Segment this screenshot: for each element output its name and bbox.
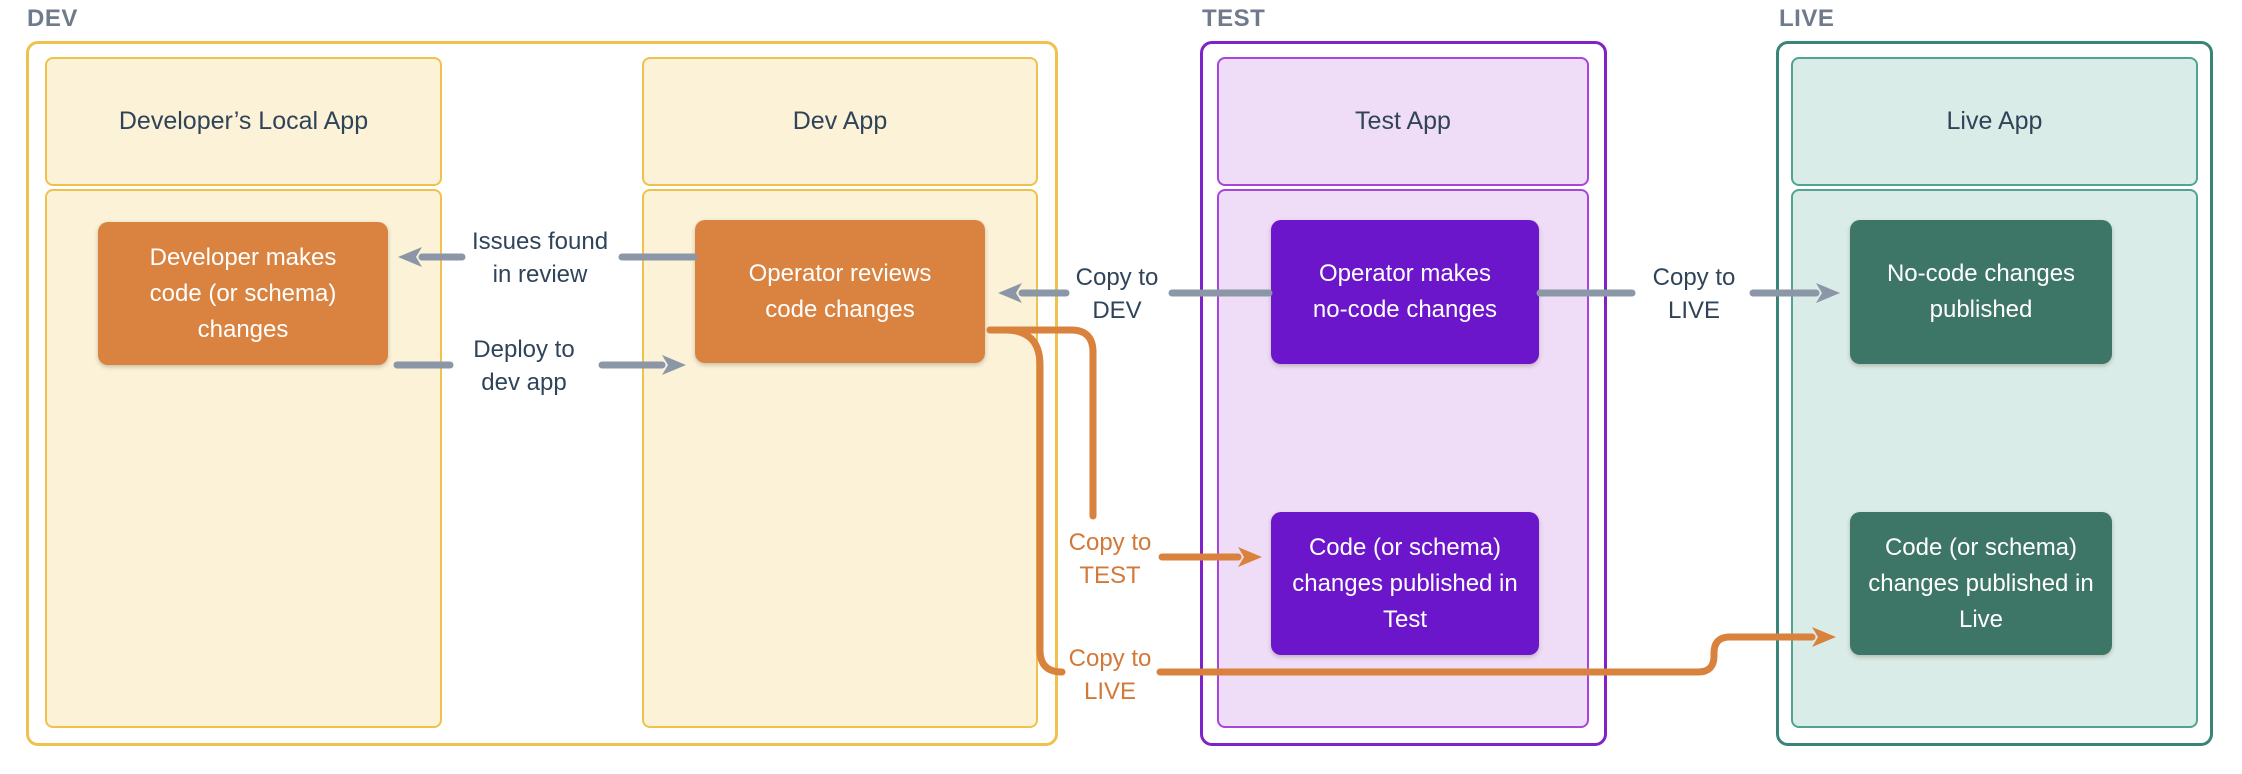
label-copy-to-test: Copy to TEST [1069,526,1152,592]
label-deploy-to-dev-app: Deploy to dev app [473,333,574,399]
node-text-line: published [1929,296,2033,323]
node-operator-reviews: Operator reviews code changes [695,220,985,363]
node-text-line: code changes [765,295,915,323]
label-line: Copy to [1075,264,1159,291]
live-app-title: Live App [1946,107,2043,135]
label-line: LIVE [1667,297,1721,324]
test-app-header: Test App [1217,57,1589,186]
node-code-published-live: Code (or schema) changes published in Li… [1850,512,2112,655]
label-line: Copy to [1068,529,1152,556]
label-line: in review [492,261,588,288]
label-copy-to-dev: Copy to DEV [1076,261,1159,327]
label-line: TEST [1079,562,1141,589]
label-copy-to-live-gray: Copy to LIVE [1653,261,1736,327]
node-text-line: changes [197,315,289,343]
label-copy-to-live-orange: Copy to LIVE [1069,642,1152,708]
node-text-line: Operator makes [1318,260,1492,287]
test-section-frame [1200,41,1607,746]
section-label-test: TEST [1202,5,1266,32]
label-line: Issues found [471,228,609,255]
node-text-line: Developer makes [149,243,337,271]
label-line: DEV [1092,297,1142,324]
live-app-header: Live App [1791,57,2198,186]
node-text-line: Code (or schema) [1884,533,2078,561]
label-issues-found: Issues found in review [472,225,608,291]
node-text-line: Live [1958,605,2004,633]
node-text-line: Code (or schema) [1308,533,1502,561]
node-text-line: no-code changes [1312,296,1498,323]
test-app-title: Test App [1355,107,1451,135]
dev-app-title: Dev App [792,107,888,135]
section-label-dev: DEV [27,5,78,32]
node-developer-makes-changes: Developer makes code (or schema) changes [98,222,388,365]
label-line: Copy to [1068,645,1152,672]
label-line: Deploy to [473,336,575,363]
dev-app-header: Dev App [642,57,1038,186]
node-text-line: Operator reviews [748,259,932,287]
label-line: Copy to [1652,264,1736,291]
local-app-header: Developer’s Local App [45,57,442,186]
node-text-line: code (or schema) [149,279,337,307]
node-text-line: changes published in [1292,569,1518,597]
label-line: dev app [481,369,567,396]
section-label-live: LIVE [1779,5,1835,32]
label-line: LIVE [1083,678,1137,705]
node-nocode-published: No-code changes published [1850,220,2112,364]
node-operator-nocode-changes: Operator makes no-code changes [1271,220,1539,364]
node-text-line: No-code changes [1886,260,2076,287]
local-app-title: Developer’s Local App [118,107,369,135]
live-section-frame [1776,41,2213,746]
node-text-line: changes published in [1868,569,2094,597]
node-code-published-test: Code (or schema) changes published in Te… [1271,512,1539,655]
node-text-line: Test [1382,605,1427,633]
